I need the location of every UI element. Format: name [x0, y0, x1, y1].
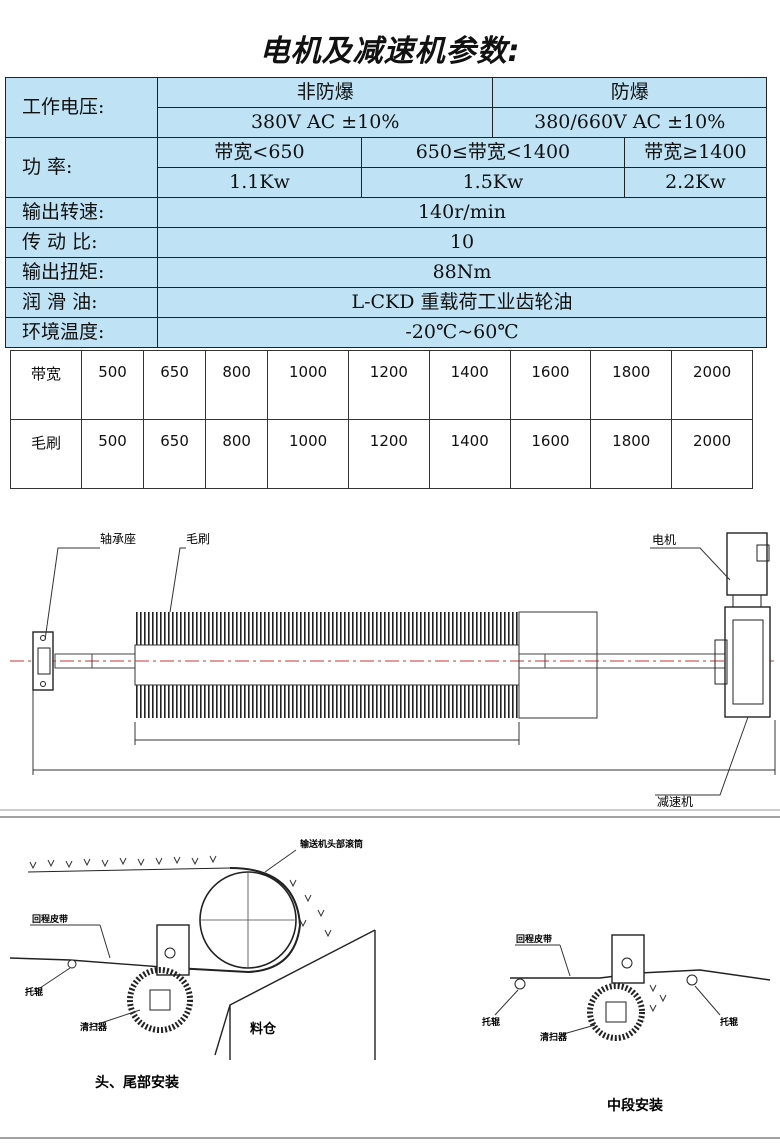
- brush-table-brush-label: 毛刷: [10, 419, 82, 489]
- roller-brush-assembly-drawing: 轴承座 毛刷 电机 减速机: [0, 531, 780, 811]
- cleaner-label-1: 清扫器: [80, 1021, 108, 1033]
- brush-cell: 1000: [267, 419, 349, 489]
- power-value-3: 2.2Kw: [623, 167, 768, 198]
- voltage-label: 工作电压:: [5, 77, 158, 138]
- brush-cell: 1200: [347, 419, 430, 489]
- non-explosion-header: 非防爆: [156, 77, 494, 108]
- power-value-1: 1.1Kw: [157, 167, 362, 198]
- bin-label: 料仓: [250, 1021, 277, 1037]
- width-cell: 500: [80, 350, 145, 420]
- brush-cell: 1600: [509, 419, 592, 489]
- brush-cell: 1800: [590, 419, 673, 489]
- width-cell: 1800: [590, 350, 673, 420]
- cleaner-motor-shape: [156, 924, 190, 976]
- power-header-3: 带宽≥1400: [623, 137, 768, 168]
- temp-label: 环境温度:: [5, 317, 158, 348]
- width-cell: 2000: [671, 350, 753, 420]
- head-tail-installation-drawing: 输送机头部滚筒 回程皮带 托辊 清扫器 料仓 头、尾部安装: [0, 816, 780, 1091]
- reducer-label: 减速机: [657, 795, 693, 809]
- brush-size-table: 带宽 500 650 800 1000 1200 1400 1600 1800 …: [10, 350, 753, 489]
- reducer-shape: [714, 606, 771, 718]
- voltage-exp-value: 380/660V AC ±10%: [492, 107, 767, 138]
- idler-label-2b: 托辊: [720, 1016, 738, 1028]
- return-belt-label-1: 回程皮带: [32, 913, 68, 925]
- motor-shape: [726, 532, 770, 608]
- brush-roller-shape: [134, 611, 598, 719]
- voltage-non-value: 380V AC ±10%: [156, 107, 494, 138]
- brush-cell: 1400: [428, 419, 511, 489]
- motor-params-table: 工作电压: 非防爆 防爆 380V AC ±10% 380/660V AC ±1…: [5, 77, 768, 348]
- power-value-2: 1.5Kw: [361, 167, 625, 198]
- mid-caption: 中段安装: [607, 1097, 664, 1114]
- mid-cleaner-motor-shape: [611, 934, 645, 984]
- torque-value: 88Nm: [157, 257, 767, 288]
- mid-cleaner-brush-shape: [587, 983, 645, 1041]
- brush-cell: 800: [205, 419, 269, 489]
- power-header-1: 带宽<650: [157, 137, 362, 168]
- return-belt-label-2: 回程皮带: [516, 933, 552, 945]
- oil-value: L-CKD 重载荷工业齿轮油: [157, 287, 767, 318]
- page-title: 电机及减速机参数:: [259, 34, 521, 69]
- brush-cell: 500: [80, 419, 145, 489]
- brush-table-width-label: 带宽: [10, 350, 82, 420]
- temp-value: -20℃~60℃: [157, 317, 767, 348]
- power-header-2: 650≤带宽<1400: [361, 137, 625, 168]
- width-cell: 1600: [509, 350, 592, 420]
- width-cell: 650: [143, 350, 207, 420]
- speed-label: 输出转速:: [5, 197, 158, 228]
- idler-label-1: 托辊: [25, 986, 43, 998]
- width-cell: 1000: [267, 350, 349, 420]
- idler-label-2a: 托辊: [482, 1016, 500, 1028]
- head-tail-caption: 头、尾部安装: [95, 1074, 180, 1091]
- head-drum-label: 输送机头部滚筒: [300, 838, 363, 850]
- middle-installation-drawing: 回程皮带 托辊 清扫器 托辊 中段安装: [482, 933, 771, 1114]
- brush-cell: 650: [143, 419, 207, 489]
- speed-value: 140r/min: [157, 197, 767, 228]
- torque-label: 输出扭矩:: [5, 257, 158, 288]
- power-label: 功 率:: [5, 137, 158, 198]
- bearing-seat-shape: [32, 631, 54, 691]
- cleaner-brush-shape: [127, 967, 193, 1033]
- bearing-seat-label: 轴承座: [100, 531, 136, 546]
- brush-cell: 2000: [671, 419, 753, 489]
- motor-label: 电机: [652, 533, 676, 547]
- brush-label: 毛刷: [186, 532, 210, 546]
- cleaner-label-2: 清扫器: [540, 1031, 568, 1043]
